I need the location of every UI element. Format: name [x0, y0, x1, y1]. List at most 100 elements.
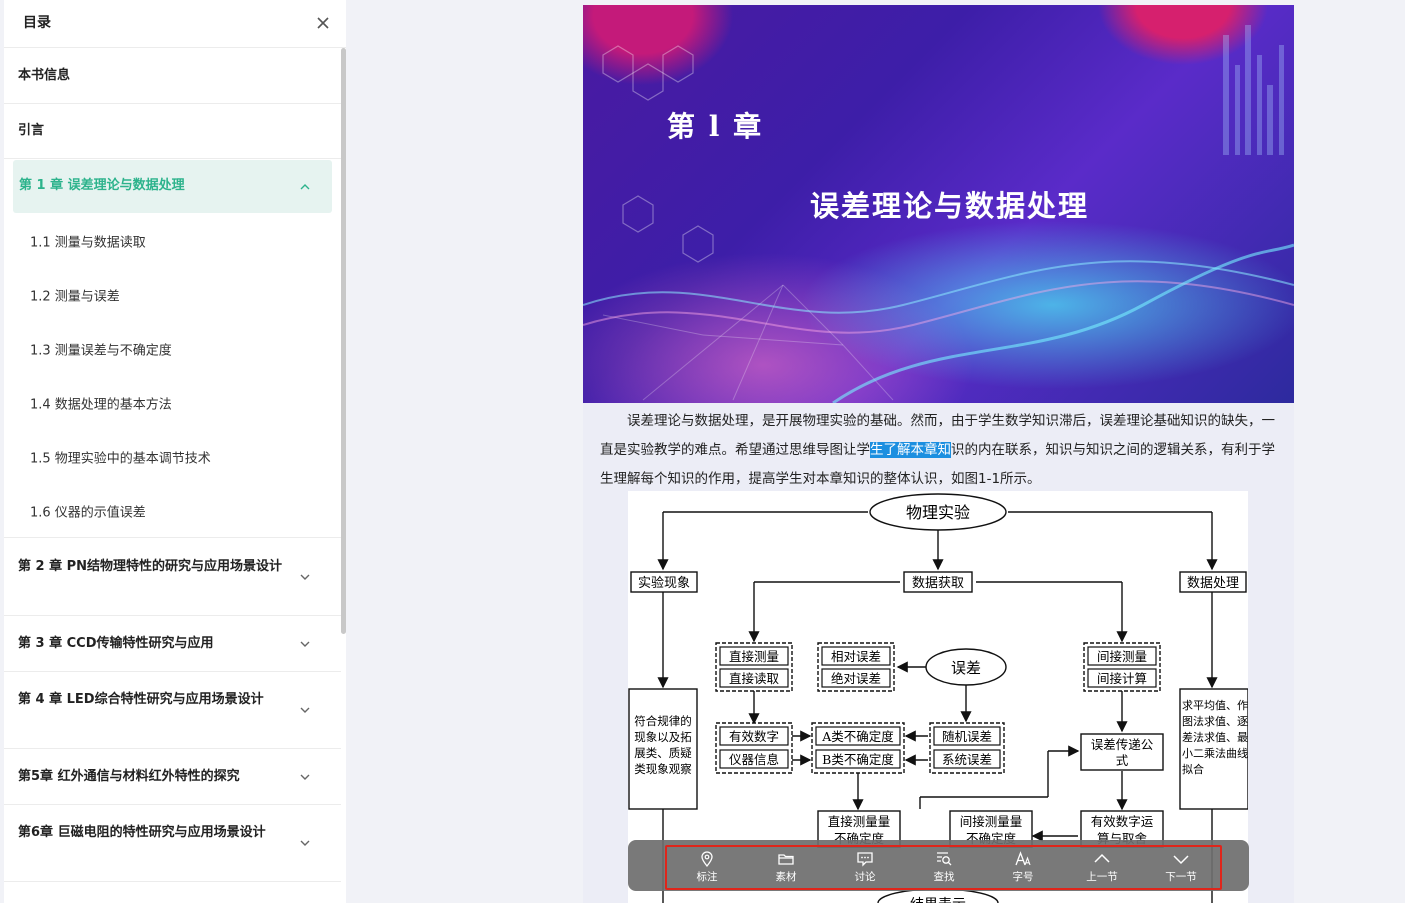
paragraph-text: 识的内在联系，知识与知识之间的逻辑关系，有利于学生理解每个知识的作用，提高学生对… [600, 442, 1275, 487]
toc-item-label: 本书信息 [18, 67, 71, 83]
toc-header: 目录 [4, 0, 346, 48]
node-data-processing: 数据处理 [1187, 576, 1239, 591]
node-instrument-info: 仪器信息 [729, 752, 779, 767]
chevron-up-icon [1094, 853, 1110, 863]
node-processing-desc-5: 拟合 [1182, 762, 1204, 776]
chat-icon [857, 852, 873, 867]
node-error: 误差 [951, 659, 981, 677]
mind-map-diagram: 物理实验 实验现象 数据获取 数据处理 [628, 493, 1248, 907]
toolbar-annotate-button[interactable]: 标注 [677, 846, 737, 888]
node-direct-uncert-1: 直接测量量 [828, 814, 891, 829]
chapter-number: 第 l 章 [667, 110, 764, 143]
node-data-acquisition: 数据获取 [912, 576, 964, 591]
node-phenomenon-desc-1: 符合规律的 [634, 714, 692, 728]
chevron-down-icon[interactable] [298, 570, 312, 584]
toc-subitem-label: 1.3 测量误差与不确定度 [30, 343, 172, 359]
toc-subitem-1-3[interactable]: 1.3 测量误差与不确定度 [4, 322, 341, 376]
toolbar-label: 字号 [1012, 871, 1034, 883]
node-relative-error: 相对误差 [831, 649, 881, 664]
chevron-down-icon [1173, 855, 1189, 865]
toc-item-chapter-6[interactable]: 第6章 巨磁电阻的特性研究与应用场景设计 [4, 805, 341, 882]
node-type-b-uncertainty: B类不确定度 [822, 752, 894, 767]
toc-item-label: 第 2 章 PN结物理特性的研究与应用场景设计 [18, 559, 283, 574]
node-propagation-line1: 误差传递公 [1091, 737, 1154, 752]
chevron-down-icon[interactable] [298, 836, 312, 850]
toc-item-label: 第 1 章 误差理论与数据处理 [19, 178, 185, 193]
chevron-down-icon[interactable] [298, 770, 312, 784]
toc-subitem-label: 1.2 测量与误差 [30, 289, 120, 305]
toc-subitem-label: 1.6 仪器的示值误差 [30, 505, 146, 520]
toc-item-chapter-5[interactable]: 第5章 红外通信与材料红外特性的探究 [4, 749, 341, 805]
search-list-icon [937, 852, 952, 866]
toolbar-label: 素材 [775, 871, 797, 883]
toolbar-discuss-button[interactable]: 讨论 [835, 846, 895, 888]
toc-subitem-label: 1.1 测量与数据读取 [30, 235, 146, 251]
toc-subitem-1-5[interactable]: 1.5 物理实验中的基本调节技术 [4, 430, 341, 484]
selected-text[interactable]: 生了解本章知 [870, 442, 951, 458]
toc-item-introduction[interactable]: 引言 [4, 104, 341, 159]
reader-toolbar [628, 840, 1249, 891]
toc-item-label: 第 4 章 LED综合特性研究与应用场景设计 [18, 692, 264, 707]
node-absolute-error: 绝对误差 [831, 671, 881, 686]
toc-item-chapter-1[interactable]: 第 1 章 误差理论与数据处理 [13, 160, 332, 213]
toc-item-label: 第6章 巨磁电阻的特性研究与应用场景设计 [18, 825, 266, 840]
node-propagation-line2: 式 [1116, 753, 1129, 768]
node-sig-ops-1: 有效数字运 [1091, 814, 1154, 829]
toc-item-book-info[interactable]: 本书信息 [4, 48, 341, 104]
node-result: 结果表示 [910, 897, 966, 907]
toolbar-font-size-button[interactable]: 字号 [993, 846, 1053, 888]
chevron-down-icon[interactable] [298, 703, 312, 717]
close-icon[interactable] [314, 14, 332, 32]
toolbar-label: 讨论 [854, 871, 876, 883]
chapter-banner: 第 l 章 误差理论与数据处理 [583, 5, 1294, 403]
node-processing-desc-2: 图法求值、逐 [1182, 714, 1248, 728]
location-pin-icon [701, 851, 713, 868]
toolbar-material-button[interactable]: 素材 [756, 846, 816, 888]
chevron-down-icon[interactable] [298, 637, 312, 651]
mind-map-figure: 物理实验 实验现象 数据获取 数据处理 [628, 491, 1248, 907]
node-direct-measure: 直接测量 [729, 649, 779, 664]
toc-subitem-1-4[interactable]: 1.4 数据处理的基本方法 [4, 376, 341, 430]
toc-title: 目录 [23, 15, 51, 31]
node-processing-desc-1: 求平均值、作 [1182, 699, 1248, 712]
intro-paragraph: 误差理论与数据处理，是开展物理实验的基础。然而，由于学生数学知识滞后，误差理论基… [600, 407, 1280, 494]
toc-item-label: 第 3 章 CCD传输特性研究与应用 [18, 635, 214, 651]
toc-subitem-1-1[interactable]: 1.1 测量与数据读取 [4, 214, 341, 268]
toc-scrollbar[interactable] [341, 48, 346, 634]
toolbar-label: 标注 [696, 871, 718, 883]
chevron-up-icon[interactable] [298, 180, 312, 194]
toolbar-label: 下一节 [1165, 871, 1197, 883]
toc-subitem-label: 1.4 数据处理的基本方法 [30, 397, 172, 413]
toc-subitem-1-2[interactable]: 1.2 测量与误差 [4, 268, 341, 322]
paragraph-text: 误差理论与数据处理，是开展物理实验的基础。然而，由于学生数学知识滞后，误差理论基… [600, 413, 1275, 458]
font-size-icon [1015, 851, 1031, 866]
toolbar-prev-section-button[interactable]: 上一节 [1072, 846, 1132, 888]
toolbar-next-section-button[interactable]: 下一节 [1151, 846, 1211, 888]
toc-subitem-1-6[interactable]: 1.6 仪器的示值误差 [4, 484, 341, 538]
toc-item-chapter-3[interactable]: 第 3 章 CCD传输特性研究与应用 [4, 616, 341, 672]
node-processing-desc-3: 差法求值、最 [1182, 730, 1248, 744]
toc-sidebar: 目录 本书信息 引言 第 1 章 误差理论与数据处理 1.1 测量与数据读取 1… [4, 0, 346, 907]
folder-icon [778, 854, 794, 865]
toc-item-chapter-4[interactable]: 第 4 章 LED综合特性研究与应用场景设计 [4, 672, 341, 749]
toc-subitem-label: 1.5 物理实验中的基本调节技术 [30, 451, 211, 467]
bottom-edge [0, 903, 1405, 907]
toolbar-highlight-frame [665, 845, 1222, 890]
node-phenomenon-desc-4: 类现象观察 [634, 762, 692, 776]
node-indirect-uncert-1: 间接测量量 [960, 814, 1023, 829]
toc-item-label: 第5章 红外通信与材料红外特性的探究 [18, 768, 240, 784]
banner-decoration [583, 25, 1294, 403]
node-random-error: 随机误差 [942, 729, 992, 744]
toolbar-label: 上一节 [1086, 871, 1118, 883]
book-page: 第 l 章 误差理论与数据处理 误差理论与数据处理，是开展物理实验的基础。然而，… [583, 5, 1294, 907]
node-indirect-measure: 间接测量 [1097, 649, 1147, 664]
toc-item-label: 引言 [18, 123, 45, 138]
node-phenomenon: 实验现象 [638, 575, 690, 591]
node-systematic-error: 系统误差 [942, 752, 992, 767]
toolbar-find-button[interactable]: 查找 [914, 846, 974, 888]
toolbar-label: 查找 [933, 871, 955, 883]
node-significant-digits: 有效数字 [729, 729, 779, 744]
node-phenomenon-desc-3: 展类、质疑 [634, 746, 692, 760]
toc-item-chapter-2[interactable]: 第 2 章 PN结物理特性的研究与应用场景设计 [4, 539, 341, 616]
node-phenomenon-desc-2: 现象以及拓 [634, 730, 692, 744]
